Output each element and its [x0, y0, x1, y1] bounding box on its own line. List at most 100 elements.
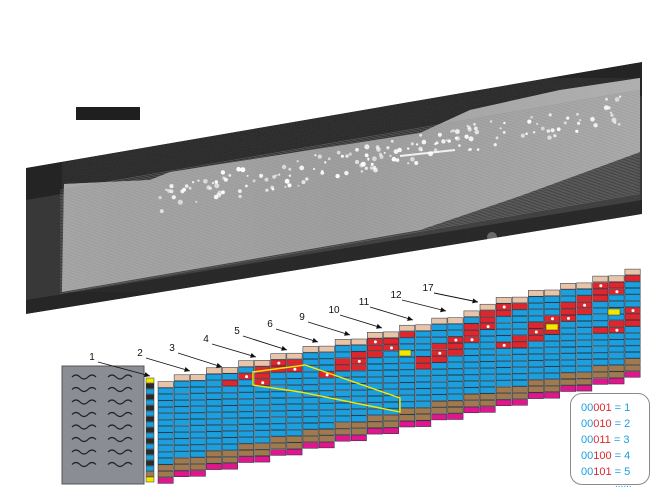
tile: [351, 352, 366, 358]
tile: [432, 376, 447, 382]
tile: [255, 456, 270, 462]
tile: [190, 375, 205, 381]
tile: [593, 289, 608, 295]
tile: [593, 321, 608, 327]
legend-row-5: 00101 = 5: [581, 464, 649, 480]
legend-bits: 011: [593, 434, 611, 446]
tile: [255, 405, 270, 411]
tile: [432, 369, 447, 375]
tile: [480, 355, 495, 361]
tile: [190, 426, 205, 432]
tile: [512, 368, 527, 374]
tile: [190, 432, 205, 438]
tile: [174, 388, 189, 394]
tile: [222, 438, 237, 444]
tile: [577, 309, 592, 315]
tile: [432, 356, 447, 362]
step-arrow: [370, 307, 413, 320]
step-label: 6: [267, 319, 273, 330]
tile: [239, 361, 254, 367]
tile: [561, 347, 576, 353]
tile: [271, 418, 286, 424]
tile: [593, 315, 608, 321]
seed-cell: [146, 417, 154, 422]
tile: [319, 353, 334, 359]
tile: [561, 386, 576, 392]
tile: [480, 311, 495, 317]
tile: [496, 329, 511, 335]
tile: [400, 332, 415, 338]
tile: [158, 478, 173, 484]
scale-bar: [76, 107, 140, 120]
tile: [528, 322, 543, 328]
step-label: 1: [89, 352, 95, 363]
seed-panel: [62, 366, 144, 484]
tile: [319, 429, 334, 435]
seed-cell: [146, 384, 154, 389]
tile: [416, 357, 431, 363]
tile: [544, 354, 559, 360]
tile: [577, 341, 592, 347]
tile: [319, 346, 334, 352]
tile: [480, 400, 495, 406]
tile: [609, 359, 624, 365]
tile: [432, 324, 447, 330]
tile: [303, 417, 318, 423]
tile: [271, 424, 286, 430]
tile: [319, 417, 334, 423]
tile-lattice: [158, 269, 640, 483]
tile: [561, 366, 576, 372]
tile: [400, 415, 415, 421]
tile: [480, 394, 495, 400]
tile: [190, 413, 205, 419]
tile: [625, 314, 640, 320]
tile: [448, 363, 463, 369]
tile: [367, 416, 382, 422]
tile: [319, 404, 334, 410]
tile: [512, 336, 527, 342]
seed-cell: [146, 411, 154, 416]
tile: [239, 405, 254, 411]
seed-cell: [146, 472, 154, 477]
tile: [351, 384, 366, 390]
tile: [255, 450, 270, 456]
tile: [222, 425, 237, 431]
tile: [335, 365, 350, 371]
tile: [206, 419, 221, 425]
tile: [593, 353, 608, 359]
tile: [609, 378, 624, 384]
tile: [174, 381, 189, 387]
tile: [432, 395, 447, 401]
tile: [158, 471, 173, 477]
tile: [416, 344, 431, 350]
tile: [528, 393, 543, 399]
tile: [222, 380, 237, 386]
tile: [448, 407, 463, 413]
tile: [174, 445, 189, 451]
tile: [239, 444, 254, 450]
tile: [303, 423, 318, 429]
tile: [174, 439, 189, 445]
afm-micrograph: [26, 62, 642, 314]
tile: [367, 345, 382, 351]
tile: [512, 316, 527, 322]
tile: [271, 373, 286, 379]
tile: [593, 295, 608, 301]
arrow-head: [472, 298, 478, 303]
tile: [528, 380, 543, 386]
tile: [432, 388, 447, 394]
tile: [512, 361, 527, 367]
tile: [400, 383, 415, 389]
arrow-head: [216, 363, 222, 368]
tile: [206, 387, 221, 393]
tile: [561, 322, 576, 328]
tile: [271, 411, 286, 417]
step-label: 3: [169, 343, 175, 354]
tile: [561, 328, 576, 334]
tile: [400, 402, 415, 408]
tile: [544, 341, 559, 347]
tile: [448, 414, 463, 420]
tile: [561, 309, 576, 315]
tile: [239, 437, 254, 443]
tile: [593, 334, 608, 340]
